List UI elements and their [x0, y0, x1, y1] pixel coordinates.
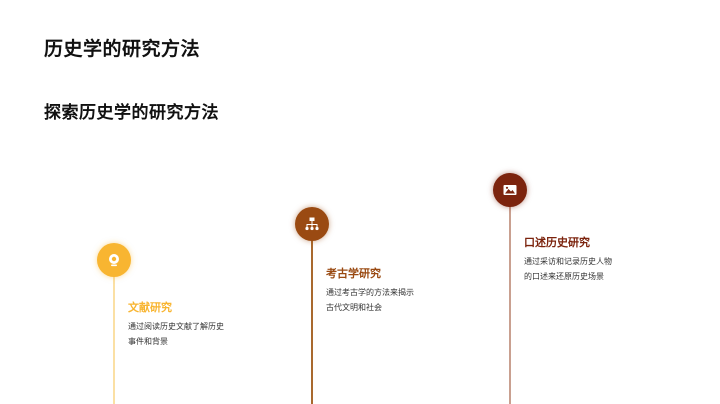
timeline-line — [509, 200, 511, 404]
step-description: 通过考古学的方法来揭示古代文明和社会 — [326, 288, 414, 312]
webcam-icon — [109, 254, 119, 267]
slide-title: 历史学的研究方法 — [44, 38, 201, 60]
timeline-node — [97, 243, 131, 277]
timeline-node — [493, 173, 527, 207]
step-description: 通过阅读历史文献了解历史事件和背景 — [128, 322, 224, 346]
timeline-line — [113, 270, 115, 404]
slide-subtitle: 探索历史学的研究方法 — [44, 103, 219, 123]
timeline-line — [311, 235, 313, 404]
image-icon — [503, 185, 517, 195]
step-title: 文献研究 — [128, 301, 172, 314]
step-description: 通过采访和记录历史人物的口述来还原历史场景 — [524, 257, 612, 281]
step-title: 口述历史研究 — [524, 236, 590, 249]
sitemap-icon — [305, 217, 319, 231]
timeline-node — [295, 207, 329, 241]
step-title: 考古学研究 — [326, 267, 381, 280]
